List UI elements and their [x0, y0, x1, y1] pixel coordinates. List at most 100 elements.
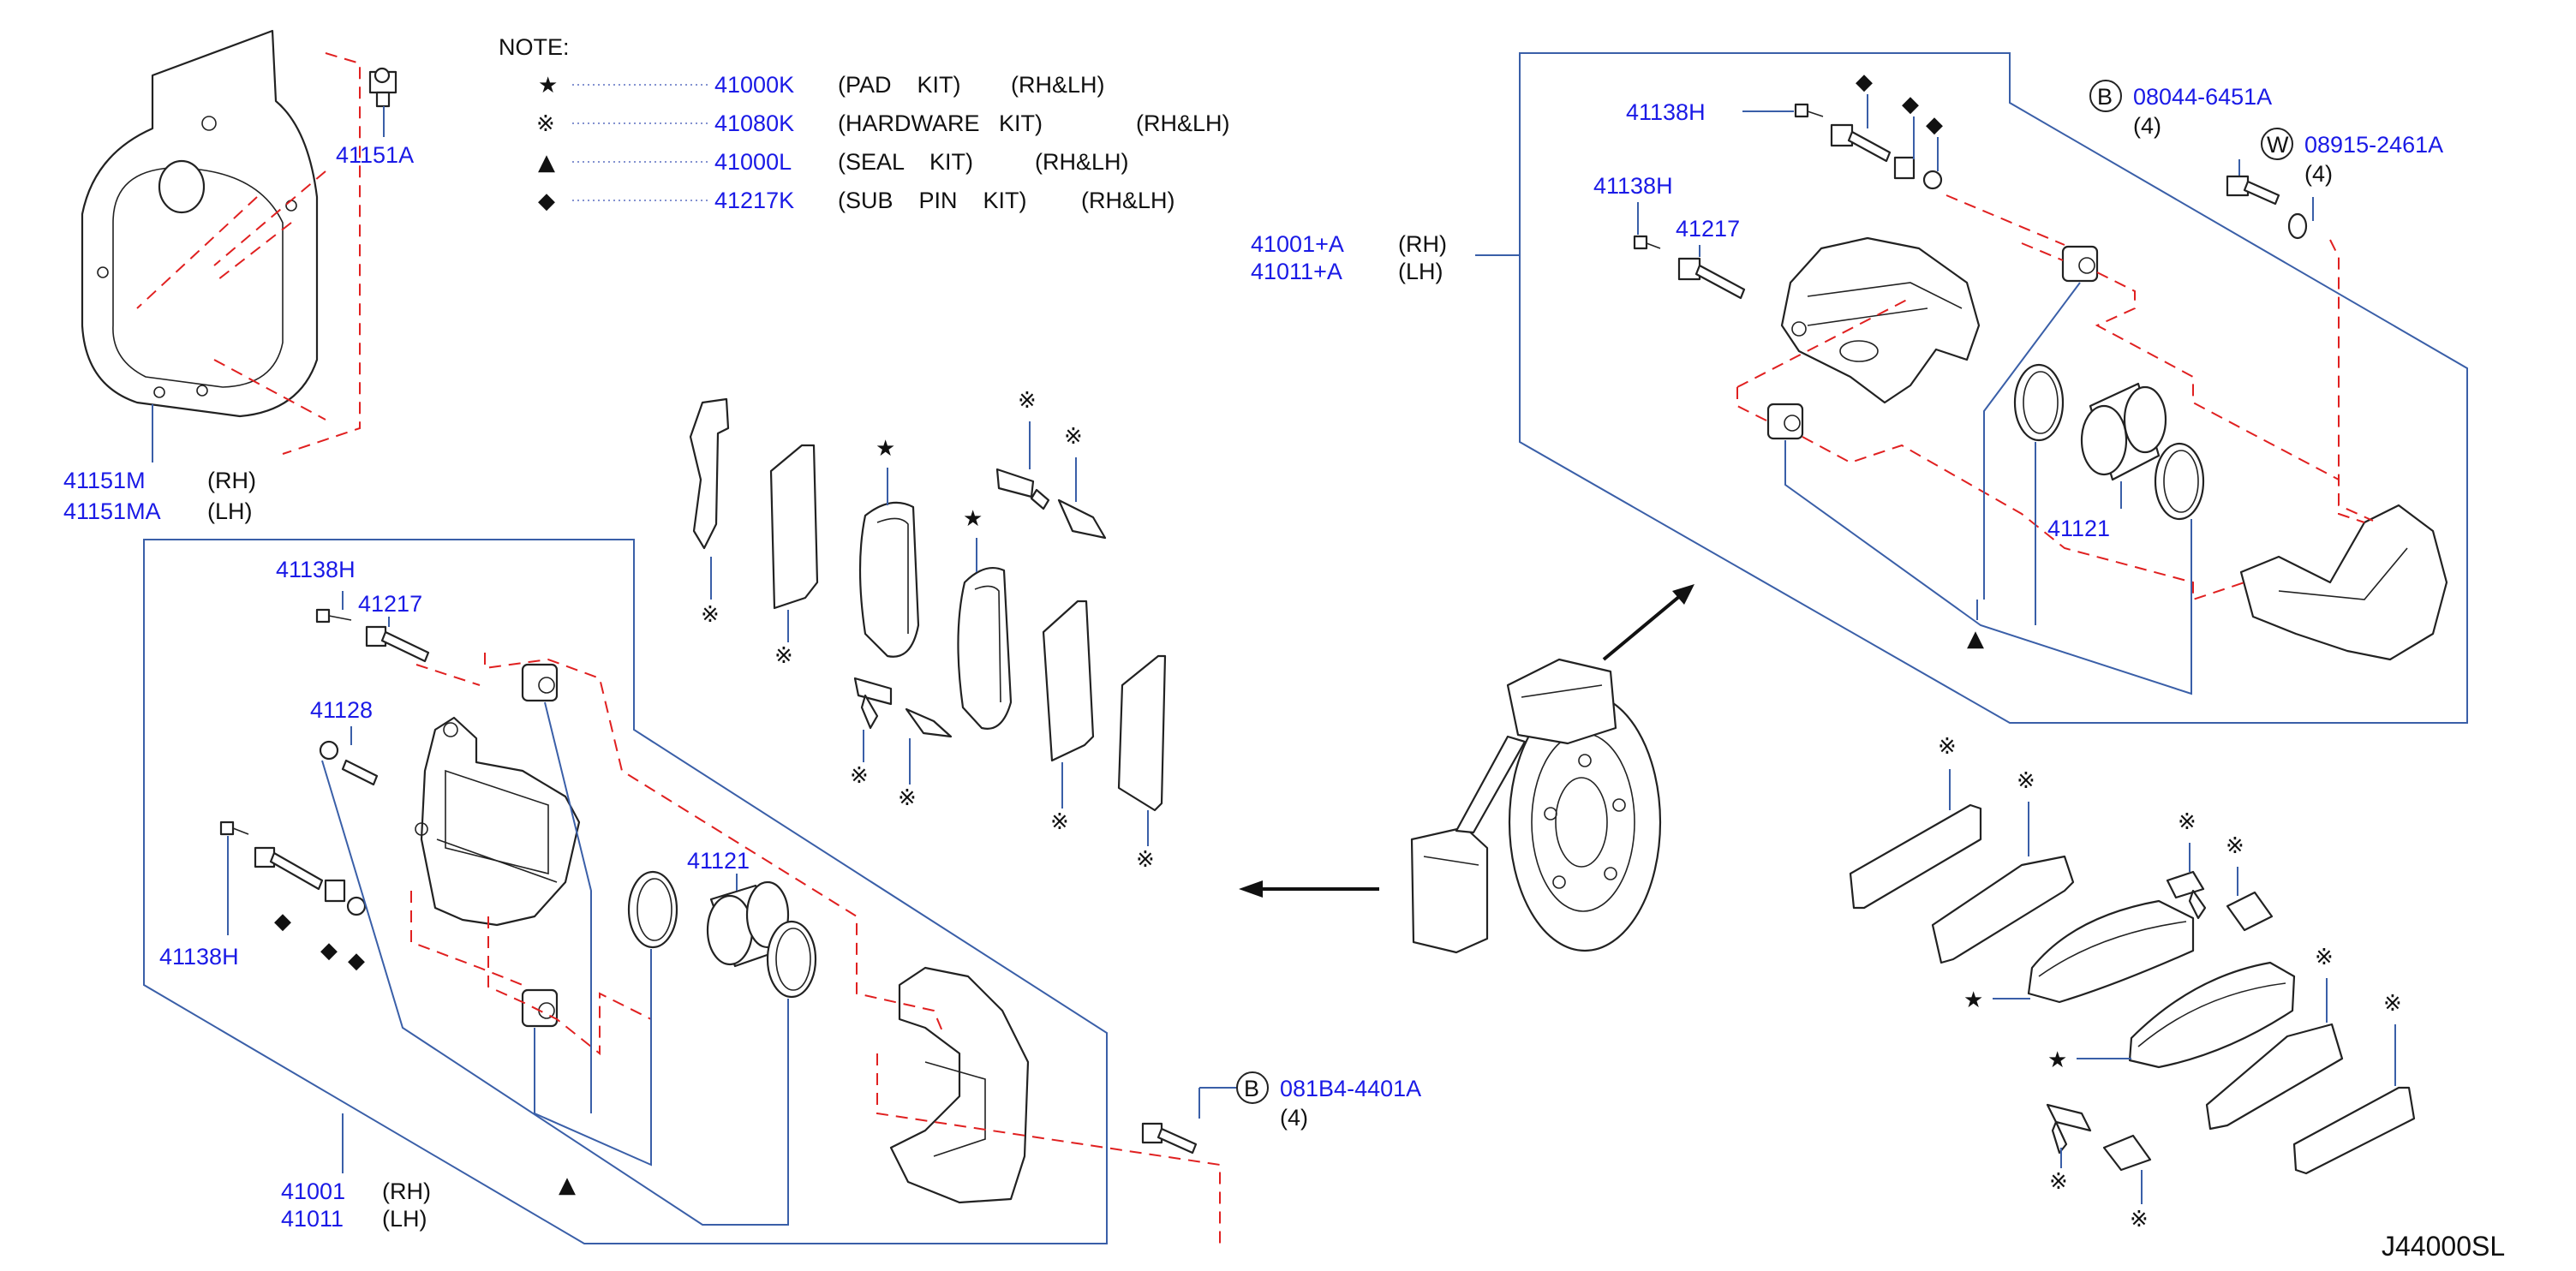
- right-piston[interactable]: [2080, 382, 2167, 481]
- rb-clip-1[interactable]: [2166, 870, 2207, 920]
- hardware-icon: ※: [2130, 1207, 2149, 1232]
- mid-shim-1[interactable]: [689, 397, 730, 550]
- diamond-icon: ◆: [274, 909, 291, 934]
- right-pin[interactable]: [1677, 257, 1746, 300]
- left-pin[interactable]: [365, 625, 430, 663]
- hardware-icon: ※: [2017, 768, 2035, 794]
- right-seal-ring[interactable]: [2013, 363, 2065, 442]
- right-bolt-mid[interactable]: [1633, 235, 1661, 250]
- rb-shim-2[interactable]: [1931, 855, 2075, 964]
- right-bolt-top[interactable]: [1794, 103, 1824, 118]
- left-pin-label[interactable]: 41217: [358, 591, 422, 617]
- left-bolt-bottom-label[interactable]: 41138H: [159, 944, 239, 970]
- right-boot-ring[interactable]: [2154, 442, 2205, 521]
- hardware-kit-part[interactable]: 41080K: [714, 110, 794, 136]
- seal-kit-desc: (SEAL KIT): [838, 149, 973, 175]
- mid-shim-2[interactable]: [769, 444, 819, 610]
- right-b-part[interactable]: 08044-6451A: [2133, 84, 2272, 110]
- left-bolt-top-label[interactable]: 41138H: [276, 557, 356, 582]
- left-seal-ring[interactable]: [627, 870, 678, 949]
- dust-shield[interactable]: [81, 29, 319, 418]
- note-row-seal-kit: ▲ 41000L (SEAL KIT) (RH&LH): [538, 149, 1129, 176]
- left-bleeder[interactable]: [319, 740, 379, 786]
- left-boot-ring[interactable]: [766, 920, 817, 999]
- hardware-icon: ※: [898, 785, 917, 811]
- right-b-letter: B: [2097, 84, 2113, 110]
- star-icon: ★: [2047, 1047, 2067, 1073]
- left-piston[interactable]: [706, 880, 790, 968]
- rb-clip-2[interactable]: [2226, 891, 2274, 932]
- pad-kit-part[interactable]: 41000K: [714, 72, 794, 98]
- hardware-icon: ※: [1018, 388, 1037, 414]
- left-bleeder-label[interactable]: 41128: [310, 697, 373, 723]
- left-b-letter: B: [1244, 1076, 1259, 1101]
- mid-clip-1[interactable]: [995, 468, 1050, 510]
- right-boot-top[interactable]: [2061, 245, 2099, 283]
- mid-clip-2[interactable]: [1057, 498, 1107, 540]
- right-piston-label[interactable]: 41121: [2047, 516, 2110, 541]
- rb-shim-1[interactable]: [1849, 803, 1982, 910]
- sub-pin-kit-part[interactable]: 41217K: [714, 188, 794, 213]
- left-bolt-top[interactable]: [315, 608, 352, 624]
- right-b-bolt[interactable]: [2226, 175, 2280, 206]
- rb-clip-3[interactable]: [2046, 1103, 2092, 1155]
- mid-shim-3[interactable]: [1042, 600, 1095, 762]
- diamond-icon: ◆: [1856, 69, 1873, 95]
- shield-bolt[interactable]: [368, 67, 397, 108]
- right-bolt-mid-label[interactable]: 41138H: [1593, 173, 1673, 199]
- right-sub-pin[interactable]: [1830, 123, 1943, 190]
- rb-shim-3[interactable]: [2205, 1023, 2344, 1131]
- note-row-hardware-kit: ※ 41080K (HARDWARE KIT) (RH&LH): [536, 110, 1230, 137]
- left-bolt-bottom[interactable]: [219, 820, 249, 836]
- left-caliper-body[interactable]: [415, 716, 581, 927]
- shield-rh-part[interactable]: 41151M: [63, 468, 146, 493]
- mid-clip-3[interactable]: [853, 677, 893, 730]
- left-boot-top[interactable]: [521, 663, 559, 702]
- sub-pin-kit-side: (RH&LH): [1081, 188, 1175, 213]
- right-pin-label[interactable]: 41217: [1676, 216, 1740, 242]
- mid-pad-2[interactable]: [957, 567, 1013, 730]
- right-caliper-body[interactable]: [1780, 236, 1981, 404]
- pad-kit-desc: (PAD KIT): [838, 72, 961, 98]
- left-caliper-rh-part[interactable]: 41001: [281, 1179, 345, 1204]
- left-torque-member[interactable]: [889, 966, 1030, 1204]
- left-b-part[interactable]: 081B4-4401A: [1280, 1076, 1421, 1101]
- shield-bolt-label[interactable]: 41151A: [336, 142, 414, 168]
- mid-shim-4[interactable]: [1117, 654, 1167, 812]
- right-caliper-rh-side: (RH): [1398, 231, 1447, 257]
- left-boot-bottom[interactable]: [521, 988, 559, 1028]
- rb-pad-1[interactable]: [2027, 899, 2195, 1004]
- hardware-kit-side: (RH&LH): [1136, 110, 1230, 136]
- arrow-left-icon: [1239, 880, 1263, 898]
- right-bolt-top-label[interactable]: 41138H: [1626, 99, 1706, 125]
- right-caliper-rh-part[interactable]: 41001+A: [1251, 231, 1344, 257]
- rb-clip-4[interactable]: [2102, 1134, 2152, 1172]
- note-row-sub-pin-kit: ◆ 41217K (SUB PIN KIT) (RH&LH): [538, 188, 1175, 214]
- mid-pad-1[interactable]: [858, 501, 920, 658]
- shield-lh-part[interactable]: 41151MA: [63, 498, 161, 524]
- right-caliper-lh-part[interactable]: 41011+A: [1251, 259, 1342, 284]
- hardware-icon: ※: [2178, 809, 2196, 835]
- mid-clip-4[interactable]: [905, 707, 953, 738]
- left-piston-label[interactable]: 41121: [687, 848, 750, 874]
- hub-caliper-lower[interactable]: [1410, 826, 1489, 954]
- right-torque-member[interactable]: [2239, 504, 2448, 661]
- left-sub-pin[interactable]: [254, 846, 367, 916]
- right-w-part[interactable]: 08915-2461A: [2304, 132, 2443, 158]
- diamond-icon: ◆: [538, 188, 555, 214]
- hardware-icon: ※: [1064, 424, 1083, 450]
- rb-pad-2[interactable]: [2128, 961, 2296, 1069]
- left-b-bolt[interactable]: [1141, 1122, 1198, 1155]
- shield-lh-side: (LH): [207, 498, 253, 524]
- rb-shim-4[interactable]: [2292, 1086, 2416, 1175]
- star-icon: ★: [876, 436, 895, 462]
- right-w-qty: (4): [2304, 161, 2333, 187]
- left-caliper-lh-part[interactable]: 41011: [281, 1206, 344, 1232]
- right-washer[interactable]: [2287, 212, 2308, 240]
- seal-kit-part[interactable]: 41000L: [714, 149, 792, 175]
- hub-caliper-upper[interactable]: [1506, 658, 1617, 745]
- right-boot-bottom[interactable]: [1766, 403, 1804, 440]
- w-badge-icon: [2261, 128, 2293, 160]
- left-caliper-rh-side: (RH): [382, 1179, 431, 1204]
